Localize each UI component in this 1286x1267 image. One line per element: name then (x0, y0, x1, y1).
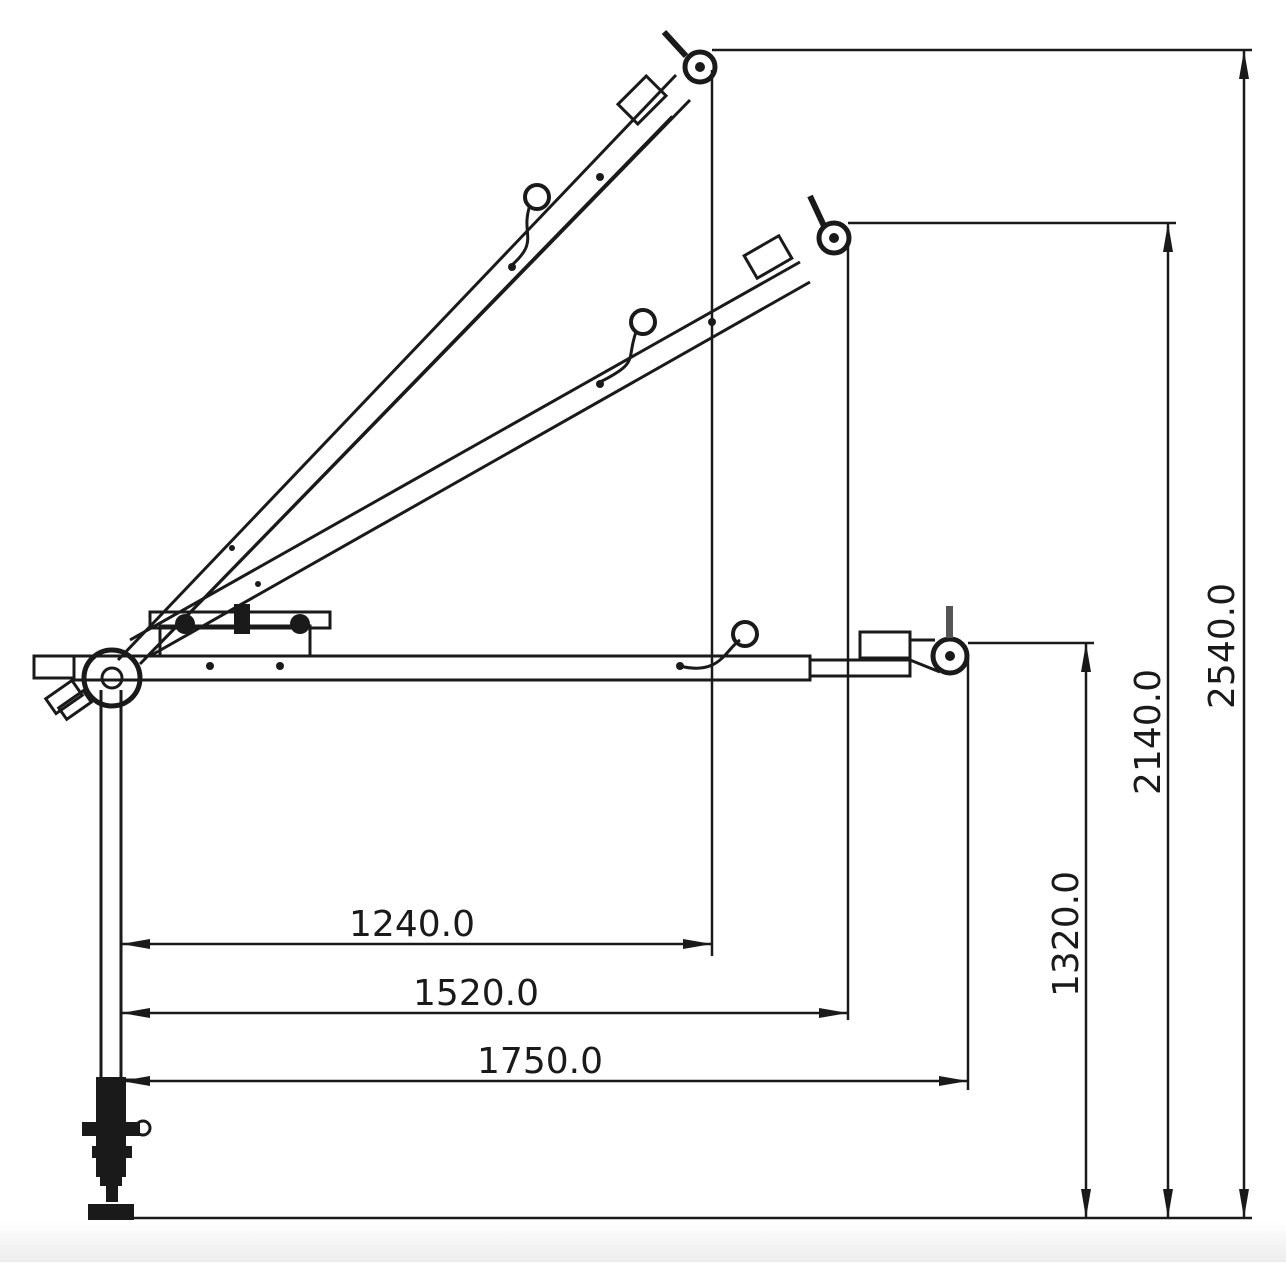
winch-horizontal (858, 606, 970, 676)
dim-height-low (1081, 643, 1091, 1218)
dim-label-reach-high: 1240.0 (349, 904, 475, 945)
dim-label-height-mid: 2140.0 (1128, 669, 1169, 795)
dim-label-reach-mid: 1520.0 (413, 973, 539, 1014)
dim-height-mid (1163, 223, 1173, 1218)
dim-label-height-high: 2540.0 (1202, 583, 1243, 709)
dim-reach-high (121, 939, 712, 949)
dim-reach-mid (121, 1008, 848, 1018)
pivot-joint (32, 647, 143, 722)
dim-label-reach-low: 1750.0 (477, 1041, 603, 1082)
extension-lines (134, 48, 1252, 1220)
bottom-edge (0, 1222, 1286, 1262)
dim-reach-low (121, 1076, 968, 1086)
base-mount (82, 1077, 152, 1220)
dim-label-height-low: 1320.0 (1046, 871, 1087, 997)
dim-height-high (1239, 50, 1249, 1218)
boom-mid (129, 194, 852, 658)
boom-horizontal (72, 604, 912, 682)
boom-high (116, 29, 718, 666)
mast (99, 690, 123, 1080)
